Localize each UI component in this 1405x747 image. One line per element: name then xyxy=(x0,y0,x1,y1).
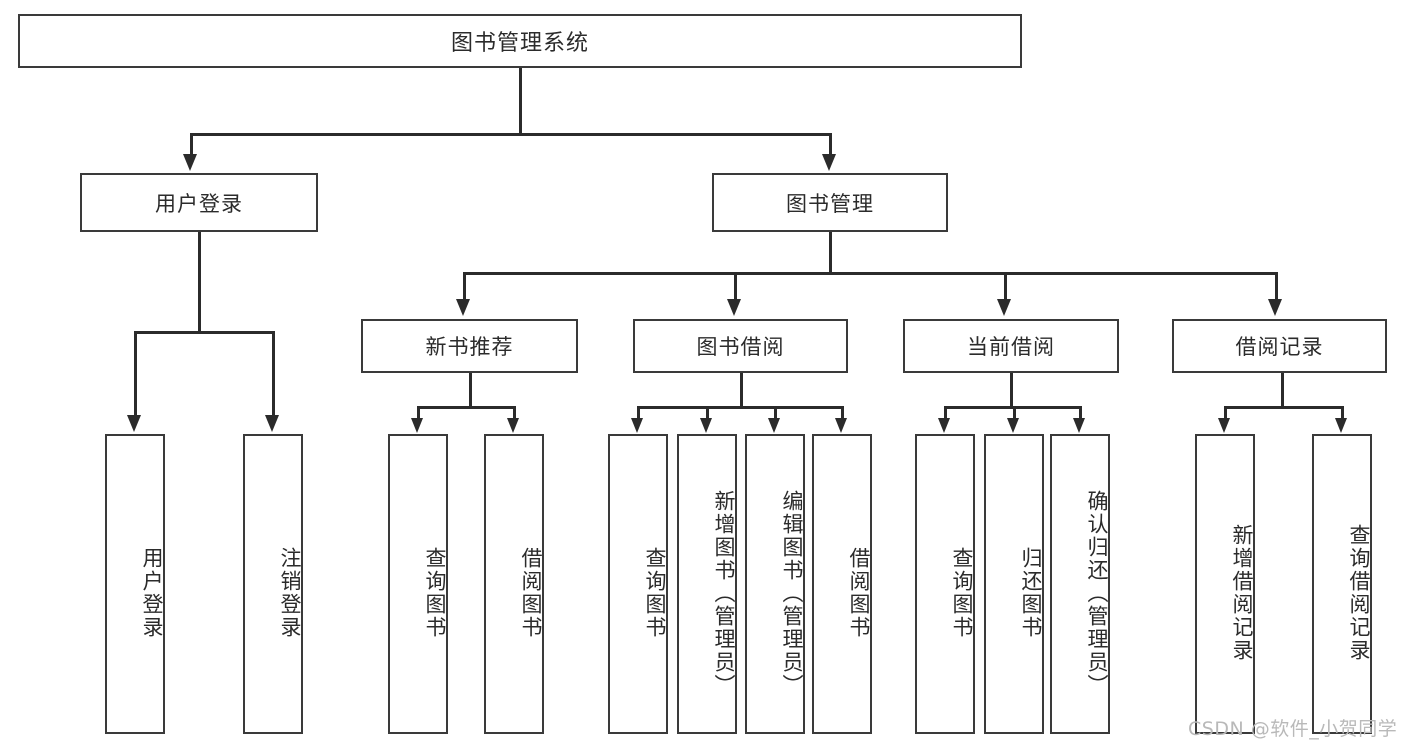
connector-book-borrow-stem xyxy=(740,373,743,408)
connector-drop-bookborrow-leaf-4 xyxy=(841,406,844,419)
connector-borrow-record-bus xyxy=(1224,406,1343,409)
node-label: 用户登录 xyxy=(140,547,164,639)
connector-drop-bookborrow-leaf-1 xyxy=(637,406,640,419)
node-label: 新增借阅记录 xyxy=(1230,524,1254,662)
connector-drop-book-borrow xyxy=(734,272,737,300)
connector-book-management-stem xyxy=(829,232,832,274)
connector-drop-user-login-leaf-1 xyxy=(134,331,137,416)
leaf-user-login-logout[interactable]: 注销登录 xyxy=(243,434,303,734)
arrowhead-bookborrow-leaf-2 xyxy=(700,418,712,433)
connector-drop-newbook-leaf-2 xyxy=(513,406,516,419)
arrowhead-user-login-leaf-1 xyxy=(127,415,141,432)
node-user-login[interactable]: 用户登录 xyxy=(80,173,318,232)
node-root-book-management-system[interactable]: 图书管理系统 xyxy=(18,14,1022,68)
connector-user-login-bus xyxy=(134,331,273,334)
leaf-new-book-borrow-books[interactable]: 借阅图书 xyxy=(484,434,544,734)
connector-drop-bookborrow-leaf-3 xyxy=(774,406,777,419)
leaf-book-borrow-query-books[interactable]: 查询图书 xyxy=(608,434,668,734)
arrowhead-user-login-leaf-2 xyxy=(265,415,279,432)
connector-current-borrow-bus xyxy=(944,406,1081,409)
connector-drop-book-management xyxy=(829,133,832,155)
node-label: 归还图书 xyxy=(1019,547,1043,639)
connector-drop-current-borrow xyxy=(1004,272,1007,300)
node-label: 借阅图书 xyxy=(519,547,543,639)
connector-drop-currentborrow-leaf-1 xyxy=(944,406,947,419)
arrowhead-current-borrow xyxy=(997,299,1011,316)
arrowhead-newbook-leaf-2 xyxy=(507,418,519,433)
connector-current-borrow-stem xyxy=(1010,373,1013,408)
node-label: 注销登录 xyxy=(278,547,302,639)
connector-book-borrow-bus xyxy=(637,406,843,409)
arrowhead-book-management xyxy=(822,154,836,171)
node-label: 借阅图书 xyxy=(847,547,871,639)
arrowhead-currentborrow-leaf-3 xyxy=(1073,418,1085,433)
arrowhead-borrowrecord-leaf-2 xyxy=(1335,418,1347,433)
connector-drop-borrow-record xyxy=(1275,272,1278,300)
node-label: 借阅记录 xyxy=(1235,335,1324,359)
leaf-borrow-record-add-record[interactable]: 新增借阅记录 xyxy=(1195,434,1255,734)
arrowhead-new-book xyxy=(456,299,470,316)
connector-drop-newbook-leaf-1 xyxy=(417,406,420,419)
connector-drop-new-book xyxy=(463,272,466,300)
arrowhead-user-login xyxy=(183,154,197,171)
node-label: 新增图书（管理员） xyxy=(712,489,736,697)
node-book-management[interactable]: 图书管理 xyxy=(712,173,948,232)
node-label: 用户登录 xyxy=(155,191,243,216)
connector-drop-borrowrecord-leaf-1 xyxy=(1224,406,1227,419)
arrowhead-newbook-leaf-1 xyxy=(411,418,423,433)
arrowhead-book-borrow xyxy=(727,299,741,316)
arrowhead-currentborrow-leaf-1 xyxy=(938,418,950,433)
arrowhead-bookborrow-leaf-1 xyxy=(631,418,643,433)
leaf-current-borrow-query-books[interactable]: 查询图书 xyxy=(915,434,975,734)
leaf-user-login-login[interactable]: 用户登录 xyxy=(105,434,165,734)
node-new-book-recommend[interactable]: 新书推荐 xyxy=(361,319,578,373)
node-label: 确认归还（管理员） xyxy=(1085,489,1109,697)
node-label: 图书管理系统 xyxy=(450,31,589,56)
node-label: 图书管理 xyxy=(786,191,874,216)
arrowhead-borrowrecord-leaf-1 xyxy=(1218,418,1230,433)
arrowhead-bookborrow-leaf-4 xyxy=(835,418,847,433)
node-borrow-record[interactable]: 借阅记录 xyxy=(1172,319,1387,373)
leaf-current-borrow-confirm-return-admin[interactable]: 确认归还（管理员） xyxy=(1050,434,1110,734)
connector-drop-currentborrow-leaf-3 xyxy=(1079,406,1082,419)
connector-drop-user-login-leaf-2 xyxy=(272,331,275,416)
connector-new-book-stem xyxy=(469,373,472,408)
leaf-book-borrow-add-book-admin[interactable]: 新增图书（管理员） xyxy=(677,434,737,734)
node-label: 新书推荐 xyxy=(425,335,514,359)
node-label: 查询图书 xyxy=(423,547,447,639)
connector-root-stem xyxy=(519,68,522,135)
arrowhead-borrow-record xyxy=(1268,299,1282,316)
arrowhead-currentborrow-leaf-2 xyxy=(1007,418,1019,433)
connector-drop-borrowrecord-leaf-2 xyxy=(1341,406,1344,419)
node-label: 当前借阅 xyxy=(967,335,1055,359)
node-label: 查询借阅记录 xyxy=(1347,524,1371,662)
connector-borrow-record-stem xyxy=(1281,373,1284,408)
node-label: 图书借阅 xyxy=(696,335,785,359)
leaf-new-book-query-books[interactable]: 查询图书 xyxy=(388,434,448,734)
node-label: 编辑图书（管理员） xyxy=(780,489,804,697)
leaf-current-borrow-return-books[interactable]: 归还图书 xyxy=(984,434,1044,734)
connector-level2-bus xyxy=(190,133,831,136)
leaf-book-borrow-edit-book-admin[interactable]: 编辑图书（管理员） xyxy=(745,434,805,734)
leaf-book-borrow-borrow-books[interactable]: 借阅图书 xyxy=(812,434,872,734)
arrowhead-bookborrow-leaf-3 xyxy=(768,418,780,433)
connector-drop-user-login xyxy=(190,133,193,155)
connector-drop-currentborrow-leaf-2 xyxy=(1013,406,1016,419)
node-label: 查询图书 xyxy=(950,547,974,639)
connector-user-login-stem xyxy=(198,232,201,333)
connector-new-book-bus xyxy=(417,406,515,409)
connector-drop-bookborrow-leaf-2 xyxy=(706,406,709,419)
csdn-watermark: CSDN @软件_小贺同学 xyxy=(1188,718,1398,740)
node-book-borrow[interactable]: 图书借阅 xyxy=(633,319,848,373)
node-current-borrow[interactable]: 当前借阅 xyxy=(903,319,1119,373)
leaf-borrow-record-query-record[interactable]: 查询借阅记录 xyxy=(1312,434,1372,734)
node-label: 查询图书 xyxy=(643,547,667,639)
connector-level3-bus xyxy=(463,272,1277,275)
